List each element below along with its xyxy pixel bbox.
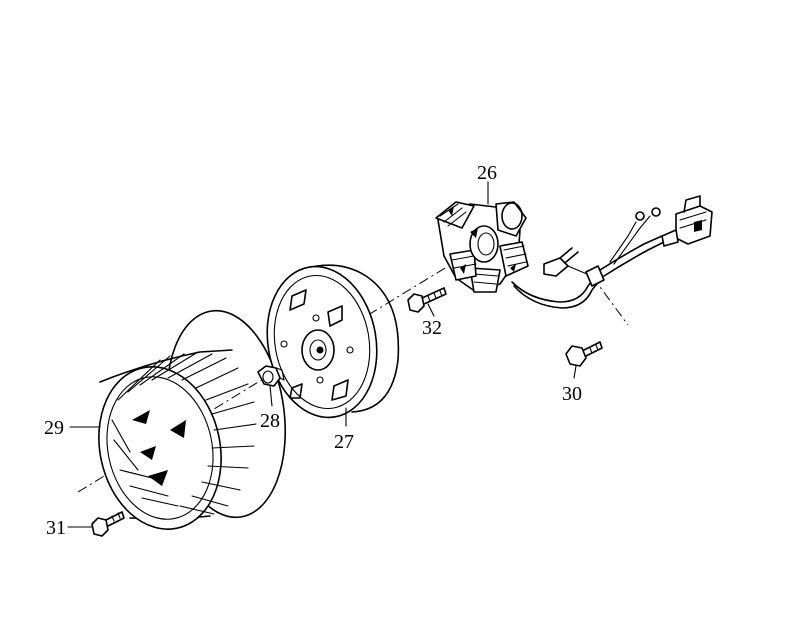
stator: [435, 201, 529, 293]
fan-bolt: [91, 511, 125, 537]
flywheel: [266, 264, 400, 419]
leader-32: [427, 303, 435, 317]
pickup-bolt: [407, 287, 447, 313]
wiring-harness: [511, 195, 713, 309]
callout-26: 26: [477, 162, 497, 184]
callout-30: 30: [562, 383, 582, 405]
flywheel-nut: [257, 365, 285, 387]
callout-27: 27: [334, 431, 354, 453]
cooling-fan: [98, 309, 287, 530]
stator-bolt: [565, 341, 603, 367]
leader-30: [573, 365, 577, 379]
callout-31: 31: [46, 517, 66, 539]
callout-32: 32: [422, 317, 442, 339]
leader-28: [269, 385, 273, 407]
callout-28: 28: [260, 410, 280, 432]
callout-29: 29: [44, 417, 64, 439]
